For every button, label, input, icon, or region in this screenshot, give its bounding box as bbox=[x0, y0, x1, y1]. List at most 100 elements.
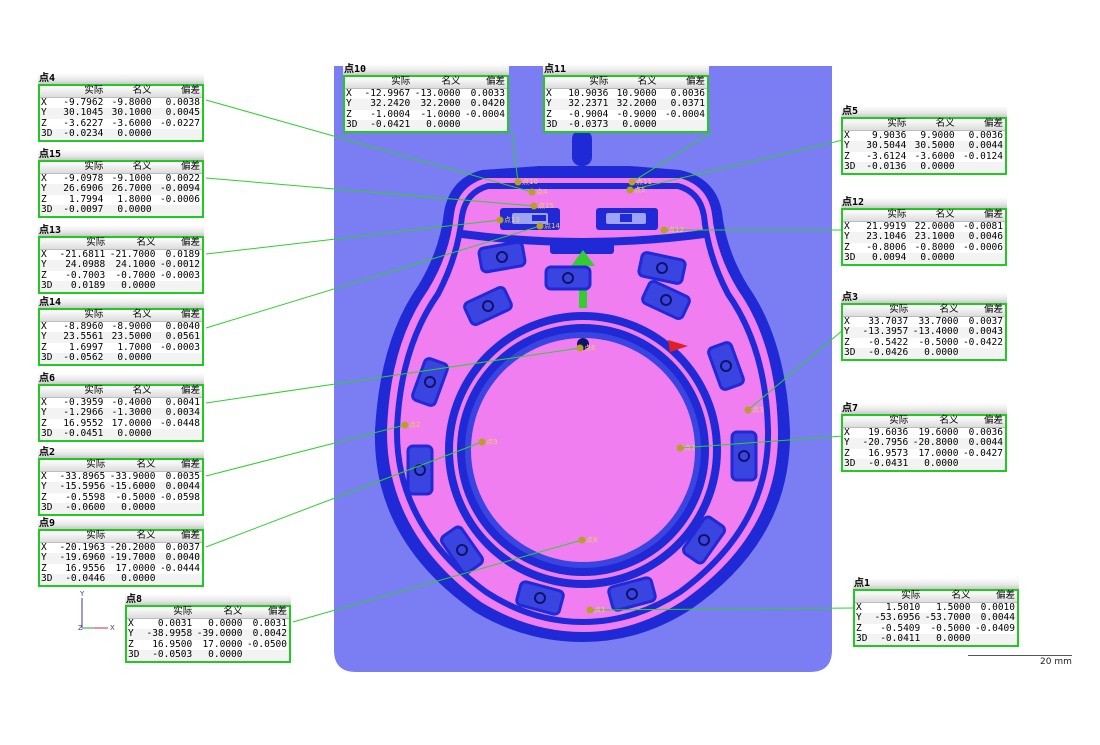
cell-value: 0.0000 bbox=[194, 649, 245, 661]
cell-value: 32.2000 bbox=[412, 98, 463, 110]
row-label: Y bbox=[40, 107, 57, 119]
cell-value bbox=[157, 574, 202, 585]
measure-point-marker bbox=[578, 536, 586, 544]
leader-line bbox=[629, 139, 844, 191]
row-label: X bbox=[546, 87, 552, 99]
row-label: Z bbox=[41, 269, 47, 281]
cell-value: 0.0000 bbox=[910, 347, 961, 359]
cell-value: -0.0373 bbox=[562, 119, 611, 131]
cell-value: -0.0004 bbox=[664, 108, 705, 120]
measure-point-label: 点15 bbox=[538, 202, 554, 210]
col-actual: 实际 bbox=[872, 590, 923, 603]
col-nominal: 名义 bbox=[107, 530, 158, 543]
cell-value: -0.0427 bbox=[962, 447, 1003, 459]
row-label: Y bbox=[843, 231, 860, 243]
cell-value: -0.0562 bbox=[57, 352, 106, 364]
cell-value: -3.6000 bbox=[111, 117, 152, 129]
cell-value: 0.0000 bbox=[610, 119, 659, 131]
cell-value: 0.0041 bbox=[165, 396, 200, 408]
cell-value bbox=[658, 120, 707, 131]
table-row: Z-1.0004-1.0000-0.0004 bbox=[345, 109, 507, 121]
measure-point-marker bbox=[586, 606, 594, 614]
cell-value: -0.0227 bbox=[159, 117, 200, 129]
cell-value: -12.9967 bbox=[364, 87, 411, 99]
measure-point-marker bbox=[536, 222, 544, 230]
cell-value: -3.6000 bbox=[914, 150, 955, 162]
col-nominal: 名义 bbox=[910, 415, 961, 428]
row-label: Y bbox=[345, 98, 362, 110]
cell-value: -38.9958 bbox=[144, 628, 195, 640]
measurement-box-title: 点2 bbox=[38, 447, 204, 458]
col-nominal: 名义 bbox=[908, 209, 957, 222]
row-label: X bbox=[346, 87, 352, 99]
leader-line bbox=[292, 539, 583, 623]
col-actual: 实际 bbox=[57, 385, 106, 398]
cell-value: 0.0000 bbox=[107, 280, 158, 292]
col-actual: 实际 bbox=[57, 237, 108, 250]
cell-value: -0.0003 bbox=[159, 269, 200, 281]
cell-value: -0.5422 bbox=[868, 336, 909, 348]
row-label: Y bbox=[40, 183, 57, 195]
cell-value bbox=[960, 348, 1005, 359]
cell-value: 0.0046 bbox=[956, 231, 1005, 243]
cell-value: 1.8000 bbox=[117, 193, 152, 205]
col-deviation: 偏差 bbox=[244, 606, 289, 619]
cell-value: -20.8000 bbox=[910, 437, 961, 449]
cell-value: -3.6124 bbox=[866, 150, 907, 162]
axis-triad-icon bbox=[81, 598, 108, 629]
cell-value: 1.7994 bbox=[69, 193, 104, 205]
table-row: Z-0.5409-0.5000-0.0409 bbox=[855, 623, 1017, 635]
measure-point-marker bbox=[660, 226, 668, 234]
row-label: 3D bbox=[40, 204, 57, 216]
cell-value: 0.0031 bbox=[157, 617, 193, 629]
cell-value: 10.9000 bbox=[616, 87, 657, 99]
cell-value: -0.7003 bbox=[65, 269, 106, 281]
cell-value: -21.7000 bbox=[109, 248, 156, 260]
cell-value: 22.0000 bbox=[914, 220, 955, 232]
cell-value: 0.0000 bbox=[105, 204, 154, 216]
cell-value: 0.0036 bbox=[968, 426, 1003, 438]
cell-value: -0.8006 bbox=[866, 241, 907, 253]
measure-point-label: 点13 bbox=[504, 216, 520, 224]
cell-value: 0.0000 bbox=[107, 502, 158, 514]
top-slots bbox=[500, 208, 658, 254]
measure-point-label: 点2 bbox=[409, 421, 420, 429]
row-label: X bbox=[41, 172, 47, 184]
measurement-box-title: 点8 bbox=[125, 594, 291, 605]
col-actual: 实际 bbox=[144, 606, 195, 619]
leader-line bbox=[205, 177, 535, 207]
cell-value: 21.9919 bbox=[866, 220, 907, 232]
cell-value: 0.0034 bbox=[153, 407, 202, 419]
row-label: Z bbox=[41, 417, 47, 429]
cell-value: -0.0451 bbox=[57, 428, 106, 440]
leader-line bbox=[679, 435, 844, 449]
cell-value: -20.7956 bbox=[860, 437, 911, 449]
cell-value: 23.1046 bbox=[860, 231, 909, 243]
scale-bar bbox=[968, 655, 1072, 656]
leader-lines bbox=[205, 99, 856, 623]
cell-value: 17.0000 bbox=[115, 562, 156, 574]
col-actual: 实际 bbox=[562, 76, 611, 89]
cell-value: 24.0988 bbox=[57, 259, 108, 271]
cell-value: 16.9500 bbox=[152, 638, 193, 650]
cell-value: -3.6227 bbox=[63, 117, 104, 129]
row-label: X bbox=[41, 470, 47, 482]
cell-value: -20.1963 bbox=[59, 541, 106, 553]
measure-point-label: 点11 bbox=[636, 178, 652, 186]
cell-value bbox=[972, 634, 1017, 645]
table-row: Z-0.9004-0.9000-0.0004 bbox=[545, 108, 707, 121]
